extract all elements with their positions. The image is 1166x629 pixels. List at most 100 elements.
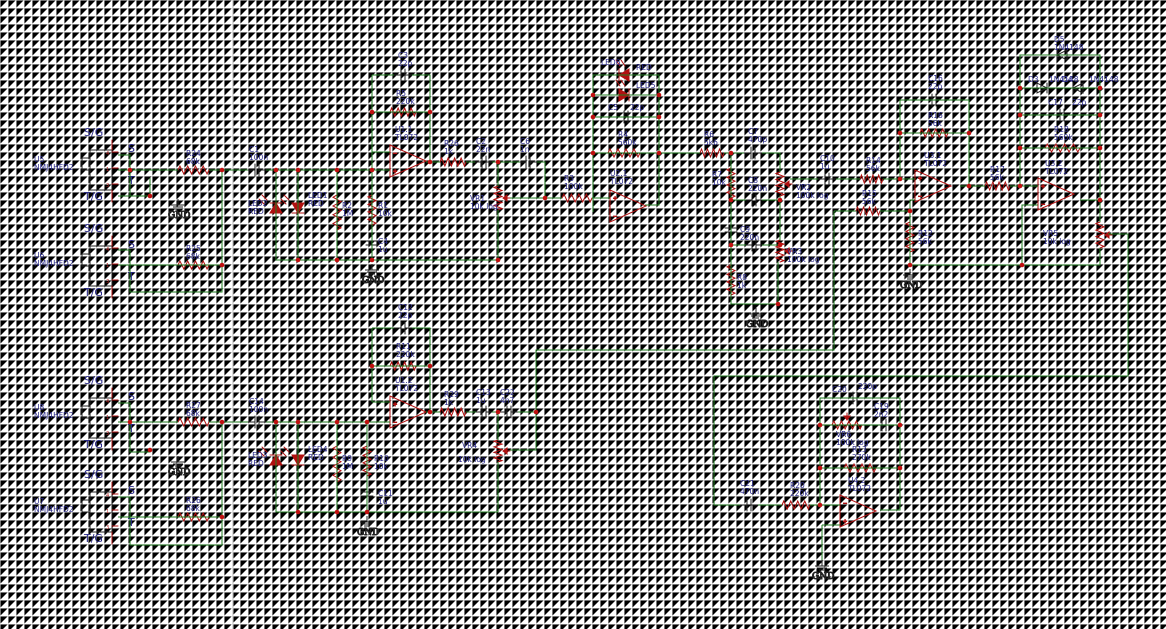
capacitor-c22[interactable] (499, 405, 519, 419)
ground-bottom-c11: GND (357, 516, 380, 539)
c10-designator: C10 (820, 154, 835, 163)
junction-dots (127, 85, 1103, 520)
c1-value: 100n (249, 153, 268, 162)
d4-value: 1N4148 (1089, 75, 1119, 84)
junction-dot (147, 193, 153, 199)
capacitor-c10[interactable] (817, 172, 837, 186)
c3-value: 22p (398, 59, 413, 68)
resistor-r6[interactable] (699, 147, 725, 159)
jack-u6-s-label: S (128, 238, 135, 251)
opamp-u2-1[interactable]: +− (609, 189, 648, 223)
ground-r8-label: GND (746, 320, 768, 330)
r6-designator: R6 (704, 130, 714, 139)
resistor-r27[interactable] (177, 416, 210, 428)
ground-bottom-jacks: GND (168, 456, 191, 479)
jack-u6-pin-1: 1 (106, 263, 109, 269)
junction-dot (817, 422, 823, 428)
capacitor-c12[interactable] (393, 321, 413, 335)
resistor-r15[interactable] (855, 205, 881, 217)
jack-u7-value: NMJ4HFD2 (34, 505, 74, 514)
r1-value: 10k (378, 209, 393, 218)
capacitor-c8[interactable] (744, 193, 764, 207)
pot-vr4-wiper[interactable] (502, 447, 511, 455)
resistor-r29[interactable] (439, 406, 467, 418)
junction-dot (907, 208, 913, 214)
resistor-r14[interactable] (859, 173, 884, 185)
capacitor-c13[interactable] (474, 405, 494, 419)
capacitor-c21[interactable] (739, 498, 759, 512)
capacitor-c3[interactable] (393, 68, 413, 82)
junction-dot (273, 167, 279, 173)
r13-designator: R13 (852, 445, 867, 454)
jack-u5-pin-4: 4 (106, 151, 109, 157)
capacitor-c14[interactable] (247, 415, 267, 429)
opamp-u3-1[interactable]: +− (914, 169, 953, 203)
r20-designator: R20 (790, 481, 805, 490)
resistor-r24[interactable] (177, 164, 210, 176)
pot-vr6-wiper[interactable] (843, 412, 851, 421)
vr1-value: 10k log (470, 202, 498, 211)
led1-designator: LED1 (308, 191, 328, 200)
c20-value: 220p (858, 382, 877, 391)
jack-u8-sg-label: S/G (84, 374, 103, 387)
junction-dot (1017, 183, 1023, 189)
opamp-u3-2-input-sign-bottom: − (1041, 202, 1045, 208)
r15-designator: R15 (862, 189, 877, 198)
d3-value: 1N4148 (1049, 75, 1079, 84)
r2-designator: R2 (342, 201, 352, 210)
led4-designator: LED4 (308, 445, 328, 454)
capacitor-c6[interactable] (518, 155, 538, 169)
r15-value: 56k (862, 197, 877, 206)
capacitor-c9b[interactable] (744, 238, 764, 252)
r7-value: 10k (712, 178, 727, 187)
ground-u4: GND (812, 560, 835, 583)
resistor-r17[interactable] (984, 180, 1011, 192)
c13-designator: C13 (476, 388, 491, 397)
u3-1-value: TL072 (923, 159, 947, 168)
pot-vr2[interactable] (774, 171, 786, 197)
junction-dot (495, 159, 501, 165)
opamp-u3-2[interactable]: +− (1037, 177, 1076, 211)
c8-designator: C8 (748, 176, 758, 185)
junction-dot (728, 242, 734, 248)
pot-vr4[interactable] (492, 439, 504, 463)
r3-value: 100k (564, 182, 583, 191)
opamp-u3-1-input-sign-bottom: − (918, 194, 922, 200)
r1-designator: R1 (378, 201, 388, 210)
d3-designator: D3 (1028, 75, 1039, 84)
opamp-u2-1-input-sign-top: + (613, 196, 617, 202)
resistor-r26b[interactable] (439, 156, 467, 168)
pot-vr1[interactable] (492, 185, 504, 211)
c9-value: 220n (740, 233, 759, 242)
resistor-r3[interactable] (561, 192, 593, 204)
pot-vr5[interactable] (1094, 221, 1106, 249)
opamp-u1-2[interactable]: +− (389, 395, 428, 429)
pot-vr2-wiper[interactable] (784, 180, 793, 188)
resistor-r20[interactable] (781, 499, 811, 511)
junction-dot (273, 419, 279, 425)
opamp-u4-2[interactable]: −+ (839, 494, 878, 528)
c17-designator: C17 (1048, 98, 1063, 107)
r5-value: 220k (396, 97, 415, 106)
junction-dot (777, 242, 783, 248)
capacitor-c7[interactable] (743, 146, 763, 160)
u1-1-designator: U1.1 (395, 125, 413, 134)
junction-dot (219, 167, 225, 173)
capacitor-c1[interactable] (247, 163, 267, 177)
d5-designator: D5 (1054, 35, 1065, 44)
pot-vr3-wiper[interactable] (784, 247, 793, 255)
r17-value: 56k (990, 173, 1005, 182)
capacitor-c2[interactable] (474, 155, 494, 169)
opamp-u1-1[interactable]: −+ (389, 144, 428, 178)
junction-dot (219, 514, 225, 520)
pot-vr1-wiper[interactable] (502, 194, 511, 202)
junction-dot (1017, 85, 1023, 91)
u1-1-value: TL072 (394, 133, 418, 142)
junction-dot (590, 150, 596, 156)
